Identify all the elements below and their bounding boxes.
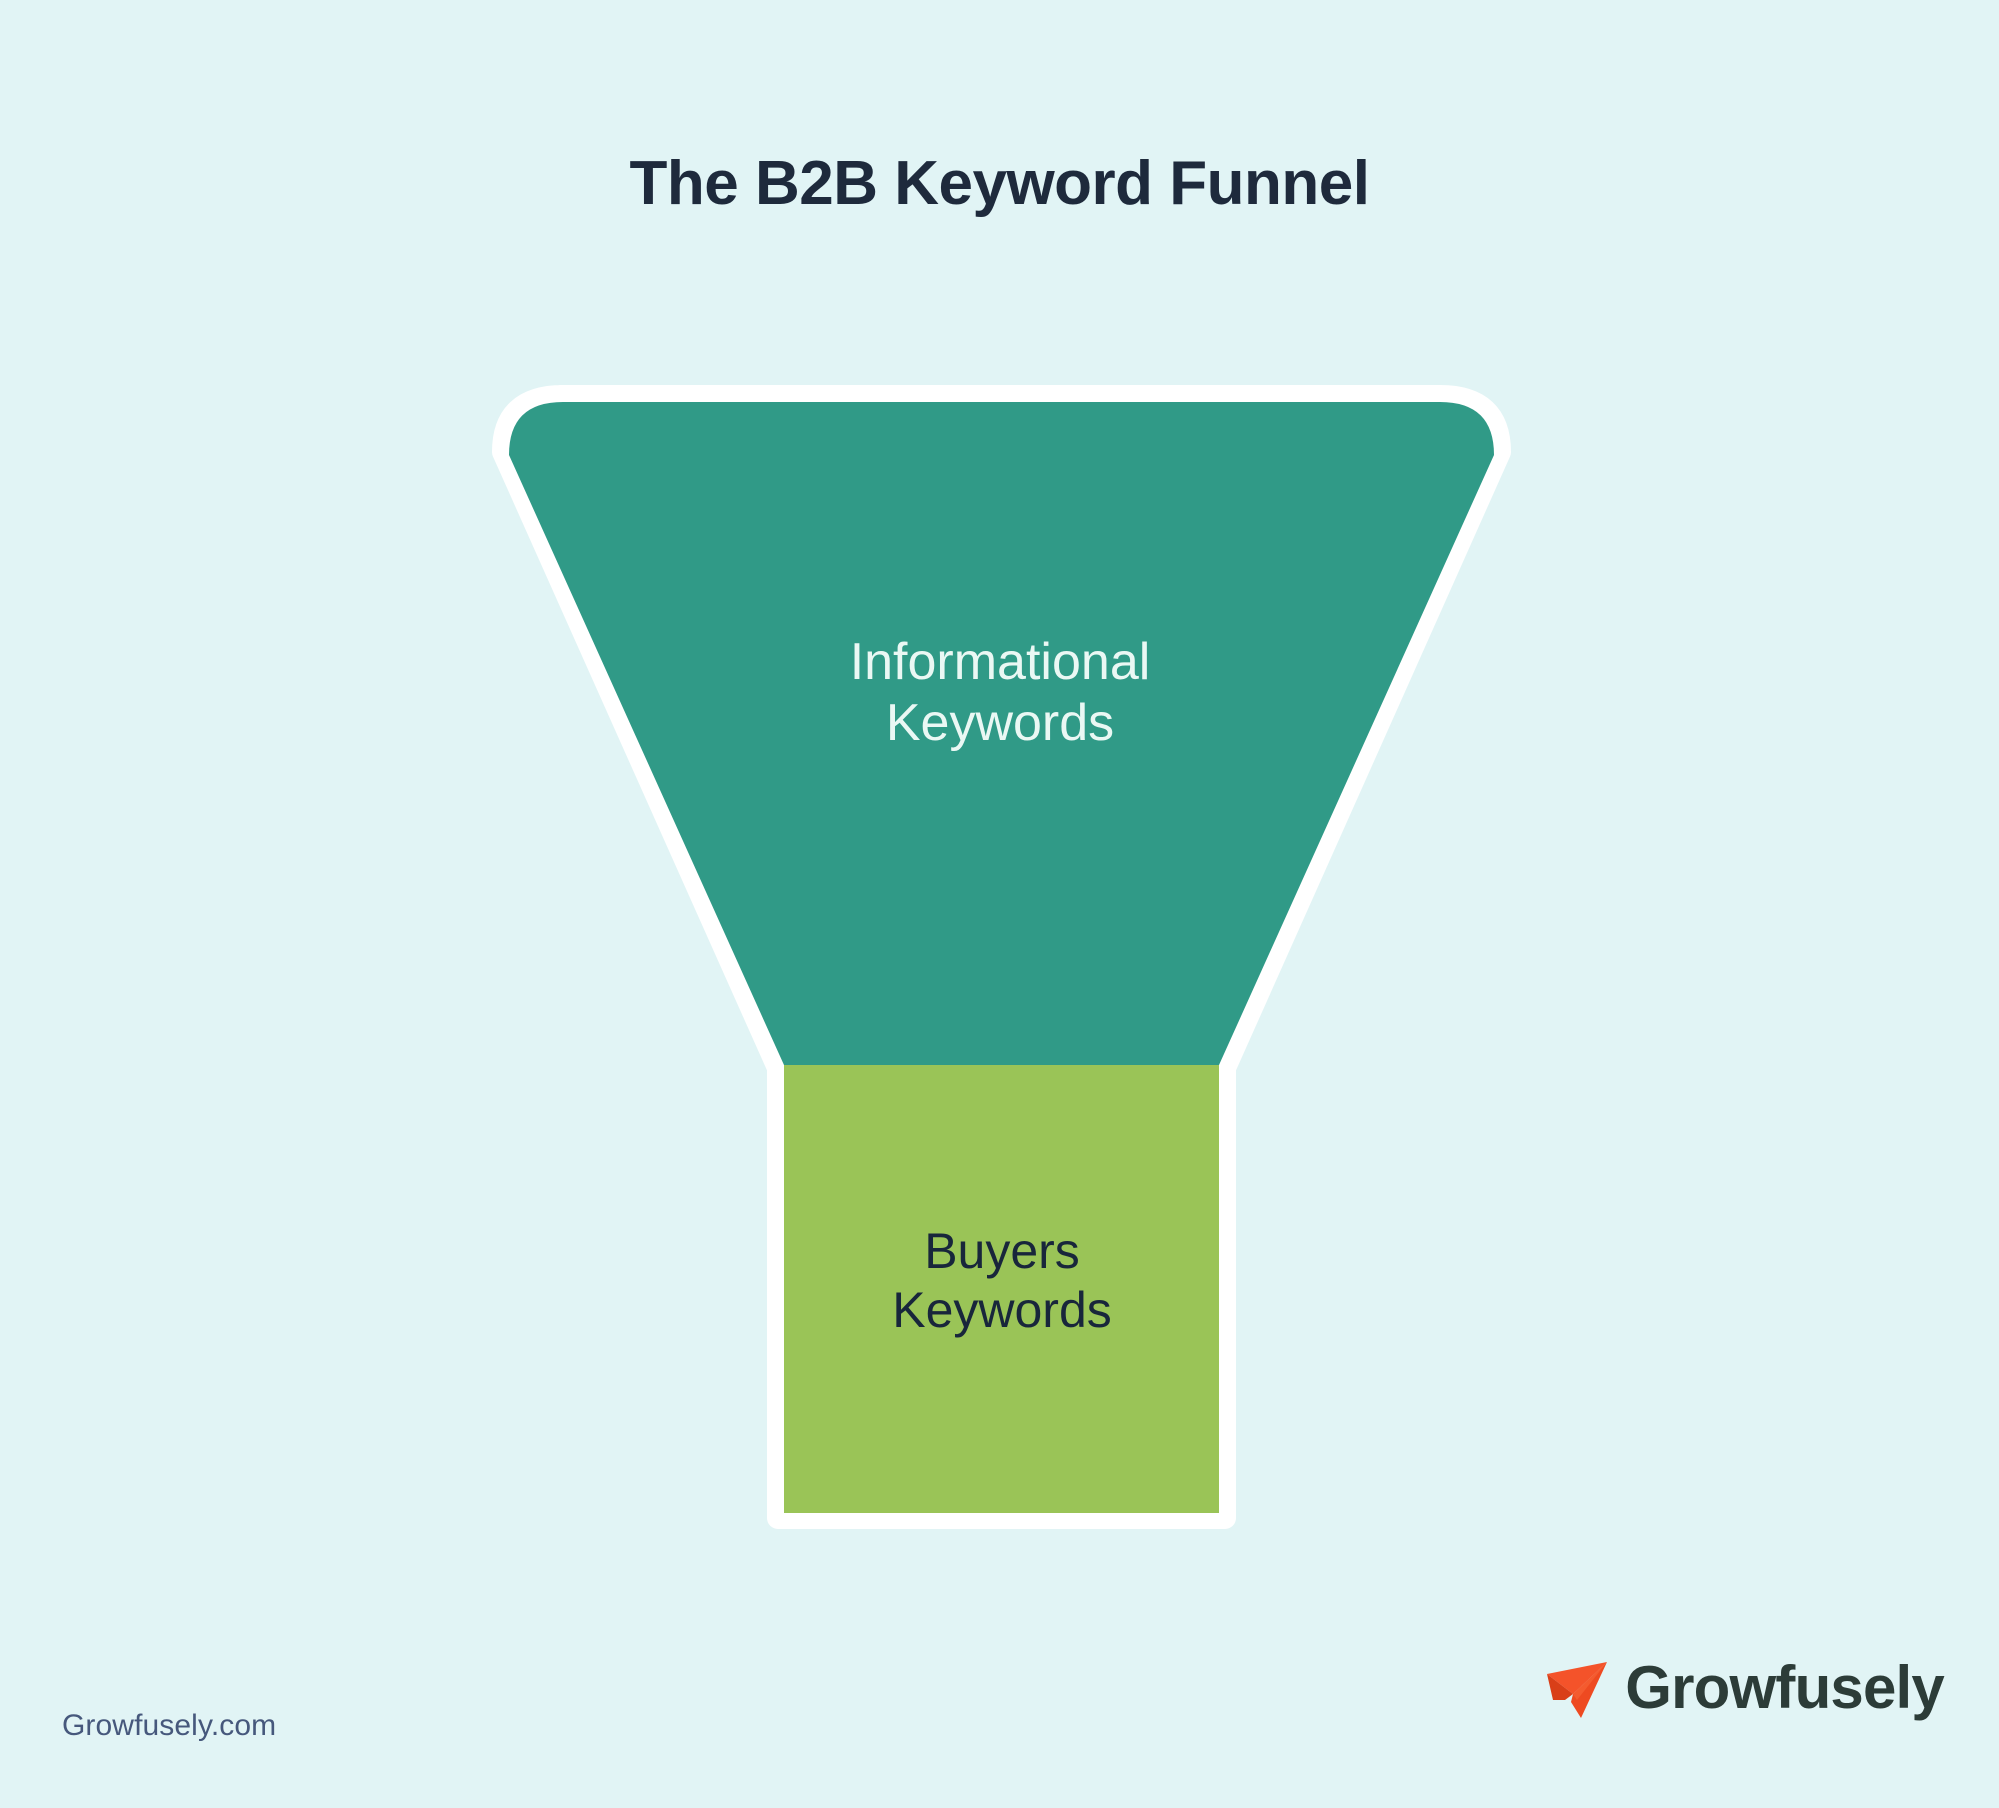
funnel-label-buyers-line2: Keywords (892, 1282, 1112, 1338)
funnel-label-buyers-line1: Buyers (924, 1223, 1080, 1279)
paper-plane-icon (1547, 1662, 1608, 1718)
page-title: The B2B Keyword Funnel (629, 149, 1370, 218)
funnel-label-informational-line2: Keywords (885, 694, 1115, 753)
brand-logo: Growfusely (1543, 1650, 1945, 1726)
site-url-text: Growfusely.com (62, 1709, 277, 1742)
brand-name-text: Growfusely (1625, 1654, 1945, 1721)
funnel-label-buyers: Buyers Keywords (785, 1222, 1219, 1340)
funnel-label-informational: Informational Keywords (505, 632, 1495, 755)
funnel-label-informational-line1: Informational (849, 633, 1151, 691)
funnel-outline (492, 385, 1511, 1529)
